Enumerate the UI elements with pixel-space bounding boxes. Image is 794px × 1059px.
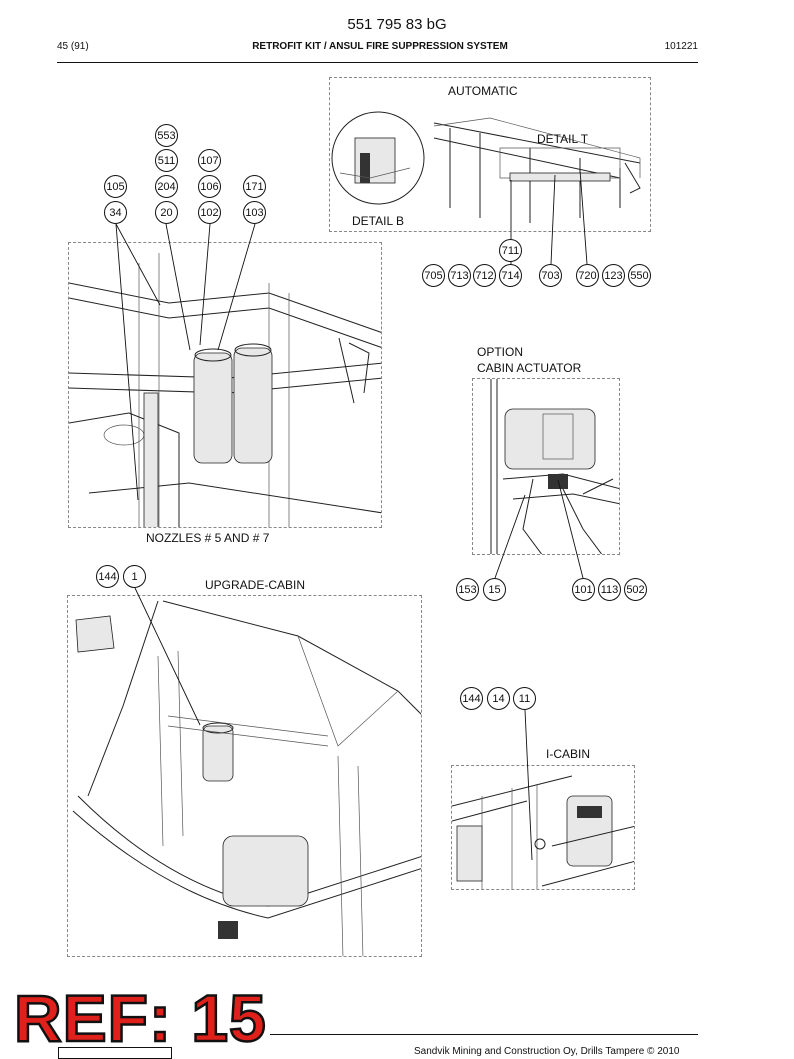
upgrade-cabin-label: UPGRADE-CABIN: [205, 578, 306, 592]
option-drawing: [490, 379, 619, 554]
document-number: 551 795 83 bG: [347, 16, 447, 33]
nozzles-label: NOZZLES # 5 AND # 7: [146, 531, 270, 545]
callout-713: 713: [448, 264, 471, 287]
callout-204: 204: [155, 175, 178, 198]
detail-b-label: DETAIL B: [352, 214, 405, 228]
callout-123: 123: [602, 264, 625, 287]
footer-rule: [270, 1034, 698, 1035]
callout-144-upgrade: 144: [96, 565, 119, 588]
header-rule: [57, 62, 698, 63]
callout-705: 705: [422, 264, 445, 287]
nozzles-view-frame: [68, 242, 382, 528]
callout-106: 106: [198, 175, 221, 198]
callout-103: 103: [243, 201, 266, 224]
callout-107: 107: [198, 149, 221, 172]
callout-113: 113: [598, 578, 621, 601]
automatic-view-frame: [329, 77, 651, 232]
callout-511: 511: [155, 149, 178, 172]
callout-105: 105: [104, 175, 127, 198]
i-cabin-drawing: [452, 775, 634, 889]
callout-153: 153: [456, 578, 479, 601]
date-code: 101221: [664, 41, 698, 52]
callout-14: 14: [487, 687, 510, 710]
callout-144-icabin: 144: [460, 687, 483, 710]
callout-102: 102: [198, 201, 221, 224]
callout-720: 720: [576, 264, 599, 287]
ref-stamp: REF: 15: [13, 981, 267, 1055]
callout-502: 502: [624, 578, 647, 601]
callout-553: 553: [155, 124, 178, 147]
option-view-frame: [472, 378, 620, 555]
callout-11: 11: [513, 687, 536, 710]
option-label-line2: CABIN ACTUATOR: [477, 361, 582, 375]
callout-550: 550: [628, 264, 651, 287]
callout-714: 714: [499, 264, 522, 287]
automatic-drawing: [331, 111, 641, 223]
brand-logo-box: [58, 1047, 172, 1059]
i-cabin-label: I-CABIN: [546, 747, 591, 761]
callout-712: 712: [473, 264, 496, 287]
callout-15: 15: [483, 578, 506, 601]
callout-711: 711: [499, 239, 522, 262]
document-title: RETROFIT KIT / ANSUL FIRE SUPPRESSION SY…: [252, 41, 508, 52]
callout-1: 1: [123, 565, 146, 588]
upgrade-cabin-view-frame: [67, 595, 422, 957]
page-number: 45 (91): [57, 41, 89, 52]
option-label-line1: OPTION: [477, 345, 524, 359]
callout-101: 101: [572, 578, 595, 601]
detail-t-label: DETAIL T: [537, 132, 589, 146]
nozzles-drawing: [69, 253, 381, 527]
automatic-label: AUTOMATIC: [448, 84, 518, 98]
callout-34: 34: [104, 201, 127, 224]
callout-171: 171: [243, 175, 266, 198]
i-cabin-view-frame: [451, 765, 635, 890]
callout-20: 20: [155, 201, 178, 224]
callout-703: 703: [539, 264, 562, 287]
upgrade-cabin-drawing: [72, 600, 421, 956]
footer-copyright: Sandvik Mining and Construction Oy, Dril…: [414, 1046, 680, 1057]
